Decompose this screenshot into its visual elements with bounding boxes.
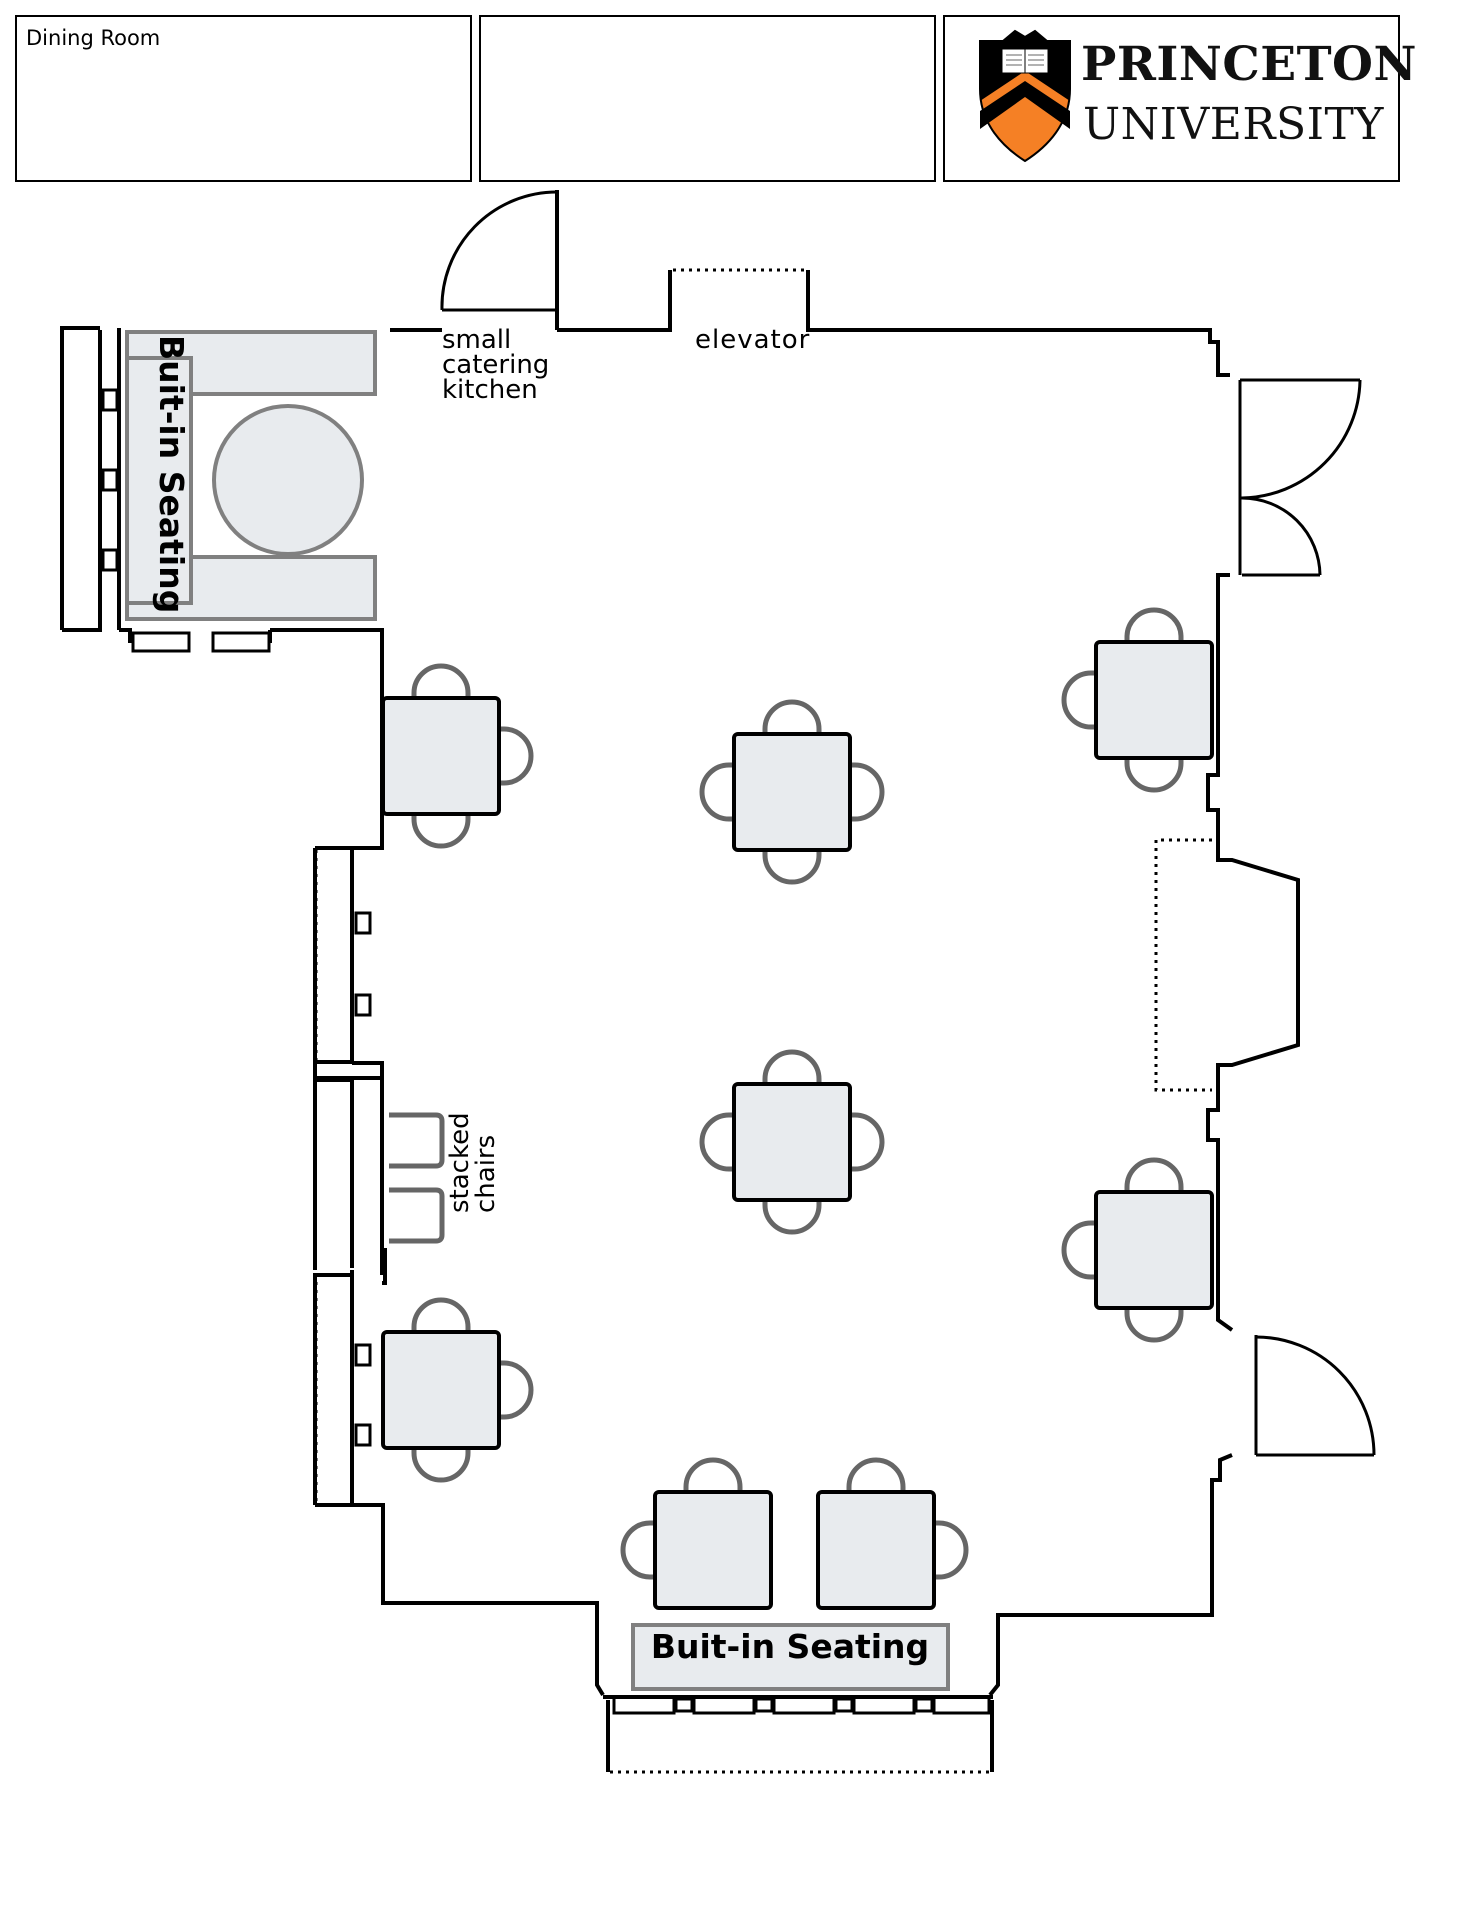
doors — [440, 190, 1376, 1457]
windows — [60, 268, 1212, 1774]
logo-line-1: PRINCETON — [1081, 37, 1417, 92]
table-left-lower — [383, 1300, 531, 1480]
stacked-chairs-label-1: stacked — [445, 1112, 475, 1213]
stacked-chairs-label-2: chairs — [471, 1135, 501, 1213]
builtin-seating-left-label: Buit-in Seating — [152, 335, 191, 613]
kitchen-label-2: catering — [442, 350, 549, 380]
princeton-logo-box: PRINCETON UNIVERSITY — [943, 15, 1416, 182]
builtin-seating-left: Buit-in Seating — [125, 330, 377, 621]
left-window-frames — [101, 388, 372, 1447]
table-left-upper — [383, 666, 531, 846]
table-right-upper — [1064, 610, 1212, 790]
table-bottom-left — [623, 1460, 771, 1608]
table-center-lower — [702, 1052, 882, 1232]
room-title: Dining Room — [26, 26, 161, 50]
stacked-chairs — [389, 1112, 445, 1244]
room-title-box: Dining Room — [15, 15, 472, 182]
elevator-label: elevator — [695, 325, 810, 355]
logo-line-2: UNIVERSITY — [1083, 99, 1384, 150]
kitchen-label-1: small — [442, 325, 511, 355]
round-table — [212, 404, 364, 556]
princeton-shield-icon — [979, 29, 1071, 163]
table-right-lower — [1064, 1160, 1212, 1340]
kitchen-label-3: kitchen — [442, 375, 538, 405]
builtin-seating-bottom: Buit-in Seating — [631, 1623, 950, 1691]
blank-header-box — [479, 15, 936, 182]
table-bottom-right — [818, 1460, 966, 1608]
builtin-seating-bottom-label: Buit-in Seating — [651, 1627, 929, 1666]
bottom-window-frames — [612, 1695, 991, 1715]
table-center-upper — [702, 702, 882, 882]
